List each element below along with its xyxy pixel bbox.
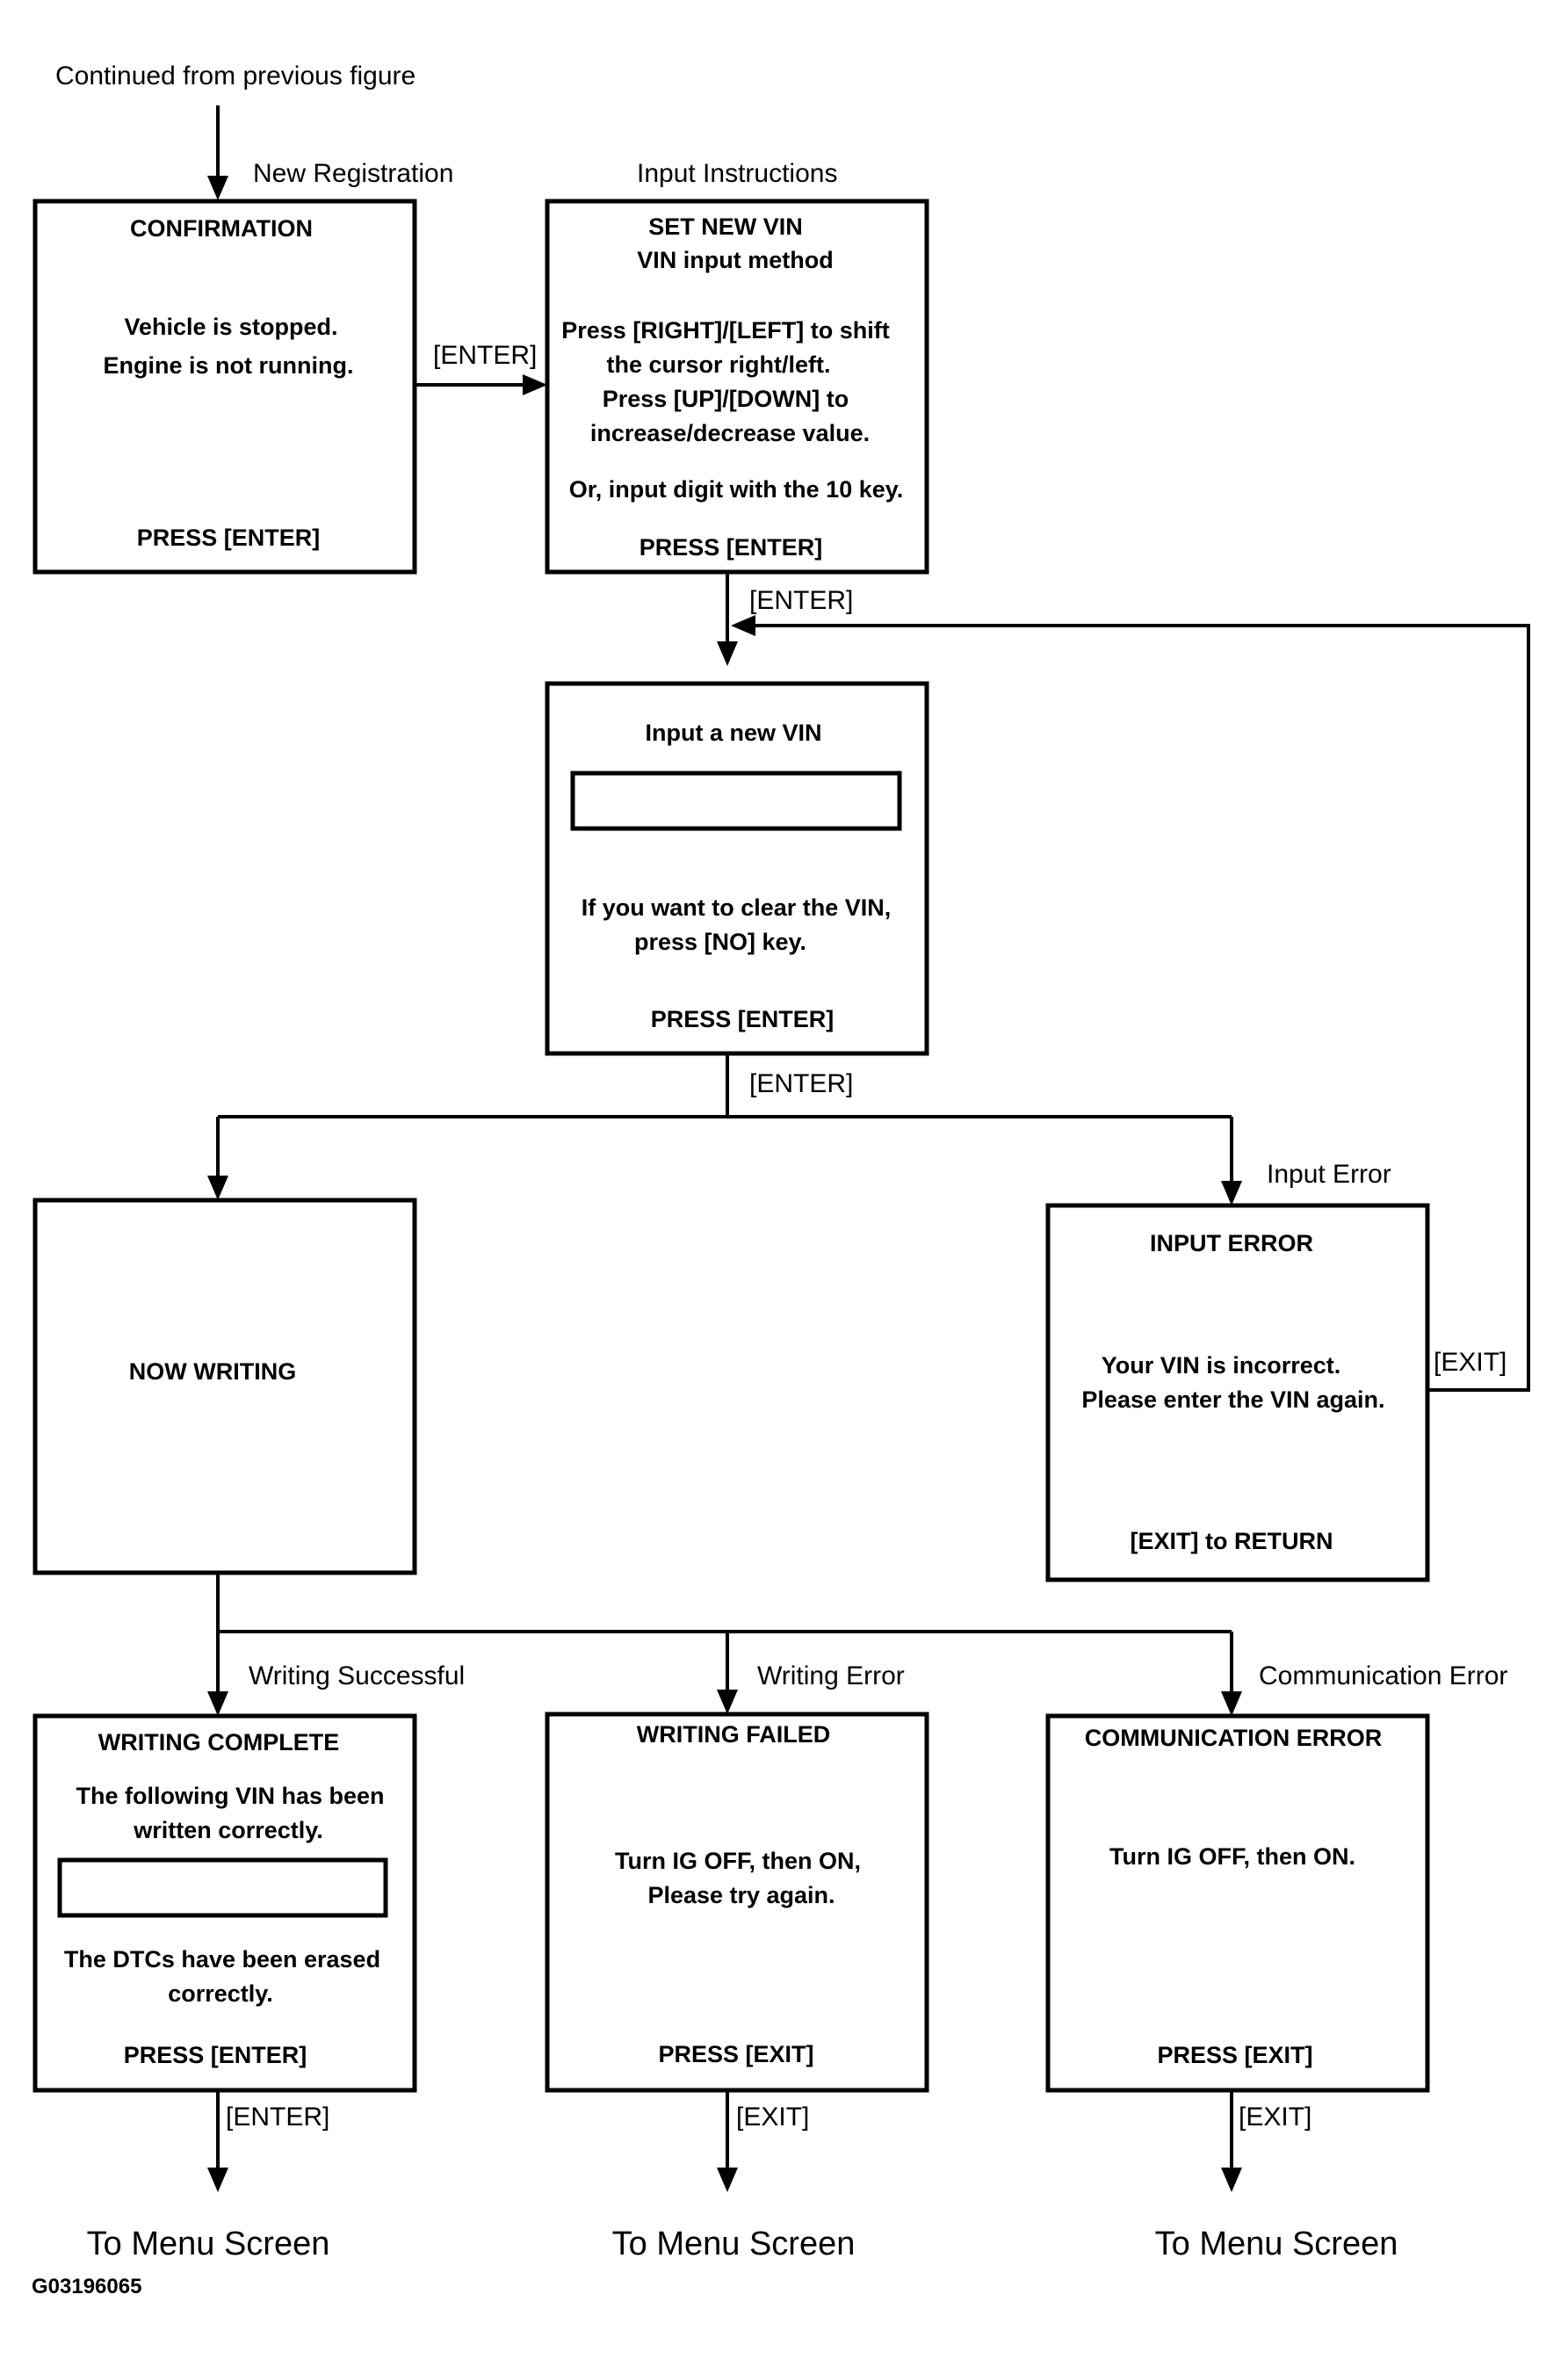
writing-complete-line-1: The following VIN has been <box>76 1783 384 1809</box>
connector-exit-loop <box>755 624 1530 1392</box>
writing-failed-box: WRITING FAILED Turn IG OFF, then ON, Ple… <box>545 1712 929 2093</box>
arrowhead-complete <box>207 1691 228 1716</box>
input-vin-footer: PRESS [ENTER] <box>651 1006 835 1032</box>
input-error-box: INPUT ERROR Your VIN is incorrect. Pleas… <box>1045 1203 1430 1582</box>
now-writing-box: NOW WRITING <box>33 1198 417 1575</box>
writing-failed-line-2: Please try again. <box>647 1882 835 1908</box>
writing-complete-line-3: The DTCs have been erased <box>64 1946 380 1972</box>
writing-failed-footer: PRESS [EXIT] <box>658 2041 813 2067</box>
label-input-error: Input Error <box>1267 1160 1391 1189</box>
label-writing-successful: Writing Successful <box>249 1661 465 1690</box>
key-enter-4: [ENTER] <box>226 2103 329 2132</box>
input-error-line-2: Please enter the VIN again. <box>1081 1386 1384 1413</box>
destination-right: To Menu Screen <box>1155 2226 1398 2262</box>
label-communication-error: Communication Error <box>1259 1661 1507 1690</box>
input-error-title: INPUT ERROR <box>1150 1230 1313 1256</box>
communication-error-title: COMMUNICATION ERROR <box>1085 1725 1382 1751</box>
key-enter-1: [ENTER] <box>433 341 537 370</box>
arrowhead-loop <box>731 615 755 636</box>
vin-input-field[interactable] <box>570 771 902 831</box>
set-new-vin-line-1: Press [RIGHT]/[LEFT] to shift <box>561 317 890 344</box>
communication-error-line-1: Turn IG OFF, then ON. <box>1109 1843 1355 1870</box>
label-writing-error: Writing Error <box>757 1661 905 1690</box>
confirmation-line-1: Vehicle is stopped. <box>124 314 337 340</box>
confirmation-box: CONFIRMATION Vehicle is stopped. Engine … <box>33 199 417 575</box>
input-vin-line-2: press [NO] key. <box>634 929 806 955</box>
key-enter-3: [ENTER] <box>749 1069 853 1098</box>
key-enter-2: [ENTER] <box>749 586 853 615</box>
set-new-vin-line-5: Or, input digit with the 10 key. <box>569 476 904 503</box>
label-new-registration: New Registration <box>253 159 453 188</box>
writing-failed-line-1: Turn IG OFF, then ON, <box>615 1848 861 1874</box>
figure-code: G03196065 <box>32 2275 141 2298</box>
top-label: Continued from previous figure <box>55 62 415 90</box>
arrowhead-input <box>717 641 738 666</box>
arrowhead-menu-right <box>1221 2168 1242 2192</box>
key-exit-loop: [EXIT] <box>1434 1348 1507 1377</box>
connectors <box>207 105 1530 2192</box>
writing-complete-title: WRITING COMPLETE <box>98 1729 339 1755</box>
label-input-instructions: Input Instructions <box>637 159 837 188</box>
confirmation-line-2: Engine is not running. <box>104 352 354 379</box>
key-exit-1: [EXIT] <box>736 2103 809 2132</box>
set-new-vin-line-2: the cursor right/left. <box>606 351 830 378</box>
arrowhead-commerror <box>1221 1691 1242 1716</box>
set-new-vin-line-4: increase/decrease value. <box>590 420 870 446</box>
input-vin-title: Input a new VIN <box>645 720 821 746</box>
set-new-vin-footer: PRESS [ENTER] <box>639 534 823 561</box>
destination-middle: To Menu Screen <box>612 2226 856 2262</box>
arrowhead-inputerror <box>1221 1181 1242 1205</box>
set-new-vin-line-3: Press [UP]/[DOWN] to <box>603 386 849 412</box>
writing-complete-footer: PRESS [ENTER] <box>124 2042 307 2068</box>
confirmation-title: CONFIRMATION <box>130 215 313 242</box>
vin-display-field <box>57 1857 388 1918</box>
arrowhead-menu-left <box>207 2168 228 2192</box>
now-writing-title: NOW WRITING <box>129 1358 296 1385</box>
writing-complete-box: WRITING COMPLETE The following VIN has b… <box>33 1713 417 2093</box>
arrowhead-menu-middle <box>717 2168 738 2192</box>
set-new-vin-subtitle: VIN input method <box>637 247 833 273</box>
writing-failed-title: WRITING FAILED <box>637 1721 830 1748</box>
destination-left: To Menu Screen <box>87 2226 330 2262</box>
writing-complete-line-2: written correctly. <box>133 1817 323 1843</box>
arrowhead-failed <box>717 1690 738 1714</box>
set-new-vin-box: SET NEW VIN VIN input method Press [RIGH… <box>545 199 929 575</box>
input-error-line-1: Your VIN is incorrect. <box>1102 1352 1341 1379</box>
communication-error-box: COMMUNICATION ERROR Turn IG OFF, then ON… <box>1045 1713 1430 2093</box>
arrowhead-nowwriting <box>207 1176 228 1200</box>
confirmation-footer: PRESS [ENTER] <box>137 525 321 551</box>
input-error-footer: [EXIT] to RETURN <box>1131 1528 1333 1554</box>
arrowhead-setvin <box>523 374 547 395</box>
input-vin-line-1: If you want to clear the VIN, <box>582 894 892 921</box>
writing-complete-line-4: correctly. <box>168 1980 273 2007</box>
communication-error-footer: PRESS [EXIT] <box>1157 2042 1312 2068</box>
arrowhead-confirmation <box>207 176 228 200</box>
input-vin-box: Input a new VIN If you want to clear the… <box>545 681 929 1056</box>
key-exit-2: [EXIT] <box>1239 2103 1311 2132</box>
set-new-vin-title: SET NEW VIN <box>648 214 803 240</box>
